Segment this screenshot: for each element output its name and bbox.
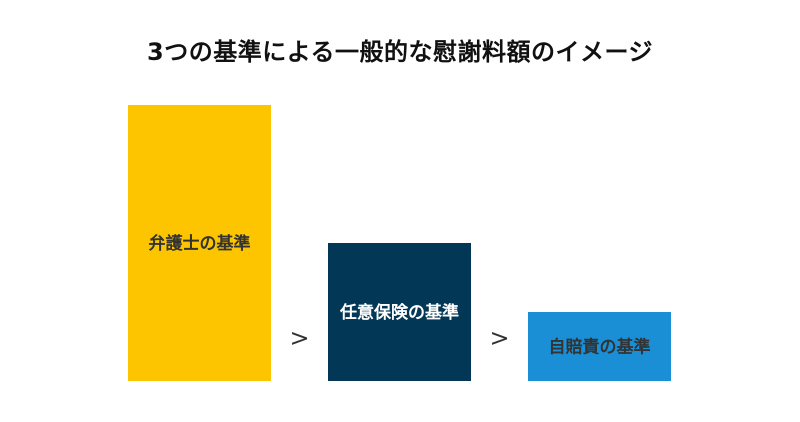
bar-label-3: 自賠責の基準	[549, 337, 651, 358]
greater-than-separator-1: >	[289, 324, 309, 352]
greater-than-separator-2: >	[489, 324, 509, 352]
chart-title: 3つの基準による一般的な慰謝料額のイメージ	[147, 38, 653, 66]
bar-label-2: 任意保険の基準	[339, 302, 459, 323]
bars-group	[128, 105, 671, 381]
bar-label-1: 弁護士の基準	[149, 233, 251, 254]
bar-1	[128, 105, 271, 381]
bar-3	[528, 312, 671, 381]
bar-2	[328, 243, 471, 381]
separators-group: >>	[289, 324, 509, 352]
